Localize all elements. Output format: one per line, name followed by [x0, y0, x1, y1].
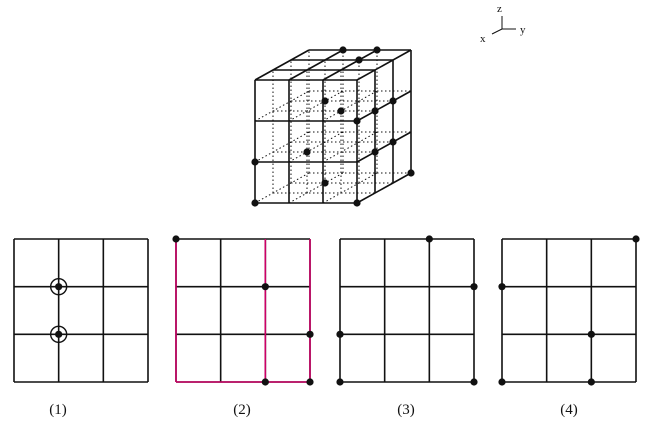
cube-atom-dot [251, 158, 259, 166]
atom-dot [336, 378, 344, 386]
cube-atom-dot [407, 169, 415, 177]
cube-hidden-edge [322, 172, 378, 204]
atom-dot [336, 330, 344, 338]
panel-3-grid [339, 238, 475, 383]
panel-4: (4) [498, 235, 640, 418]
cube-atom-dot [353, 117, 361, 125]
panel-4-caption: (4) [560, 402, 578, 418]
cube-edge [322, 49, 378, 81]
cube-edge [356, 90, 412, 122]
circled-atom-ring [49, 325, 68, 344]
cube-edge [356, 49, 412, 81]
panel-1-caption: (1) [49, 402, 67, 418]
atom-dot [261, 378, 269, 386]
axis-indicator: z y x [480, 3, 526, 45]
cube-atom-dot [353, 199, 361, 207]
cube-edge [356, 131, 412, 163]
x-axis-line [491, 28, 503, 35]
cube-atom-dot [339, 46, 347, 54]
atom-dot [587, 330, 595, 338]
cube-hidden-edge [288, 172, 344, 204]
atom-dot [172, 235, 180, 243]
z-axis-label: z [497, 3, 502, 15]
atom-dot [55, 330, 63, 338]
panel-3: (3) [336, 235, 478, 418]
cube-atom-dot [303, 148, 311, 156]
atom-dot [306, 330, 314, 338]
cube-hidden-edge [254, 90, 310, 122]
atom-dot [470, 378, 478, 386]
panel-1-grid [13, 238, 149, 383]
atom-dot [470, 283, 478, 291]
atom-dot [498, 283, 506, 291]
cube-atom-dot [389, 138, 397, 146]
panel-4-atoms [498, 235, 640, 386]
cube-atom-dot [321, 179, 329, 187]
cube-lattice [251, 46, 415, 207]
panel-4-grid [501, 238, 637, 383]
panel-1-atoms [49, 277, 68, 344]
cube-atoms [251, 46, 415, 207]
panel-1: (1) [13, 238, 149, 418]
cube-hidden-edge [254, 131, 310, 163]
cube-hidden-edge [288, 90, 344, 122]
panel-2-caption: (2) [233, 402, 251, 418]
cube-atom-dot [389, 97, 397, 105]
panel-3-caption: (3) [397, 402, 415, 418]
atom-dot [498, 378, 506, 386]
circled-atom-ring [49, 277, 68, 296]
cube-hidden-edge [322, 90, 378, 122]
cube-edge [356, 172, 412, 204]
panel-3-atoms [336, 235, 478, 386]
panel-2-grid [175, 238, 311, 383]
panel-2: (2) [172, 235, 314, 418]
cube-atom-dot [371, 148, 379, 156]
atom-dot [587, 378, 595, 386]
atom-dot [261, 283, 269, 291]
cube-visible-edges [254, 49, 412, 204]
y-axis-label: y [520, 24, 526, 36]
cube-atom-dot [355, 56, 363, 64]
cube-atom-dot [371, 107, 379, 115]
cube-edge [288, 49, 344, 81]
x-axis-label: x [480, 33, 486, 45]
cube-atom-dot [337, 107, 345, 115]
atom-dot [306, 378, 314, 386]
cube-hidden-edge [322, 131, 378, 163]
cube-hidden-edge [254, 172, 310, 204]
cube-hidden-edge [288, 131, 344, 163]
atom-dot [425, 235, 433, 243]
atom-dot [632, 235, 640, 243]
cube-atom-dot [321, 97, 329, 105]
panel-2-highlight-lines [175, 239, 311, 383]
cube-edge [254, 49, 310, 81]
atom-dot [55, 283, 63, 291]
cube-hidden-edges [254, 50, 411, 204]
panel-2-atoms [172, 235, 314, 386]
cube-atom-dot [251, 199, 259, 207]
cube-atom-dot [373, 46, 381, 54]
